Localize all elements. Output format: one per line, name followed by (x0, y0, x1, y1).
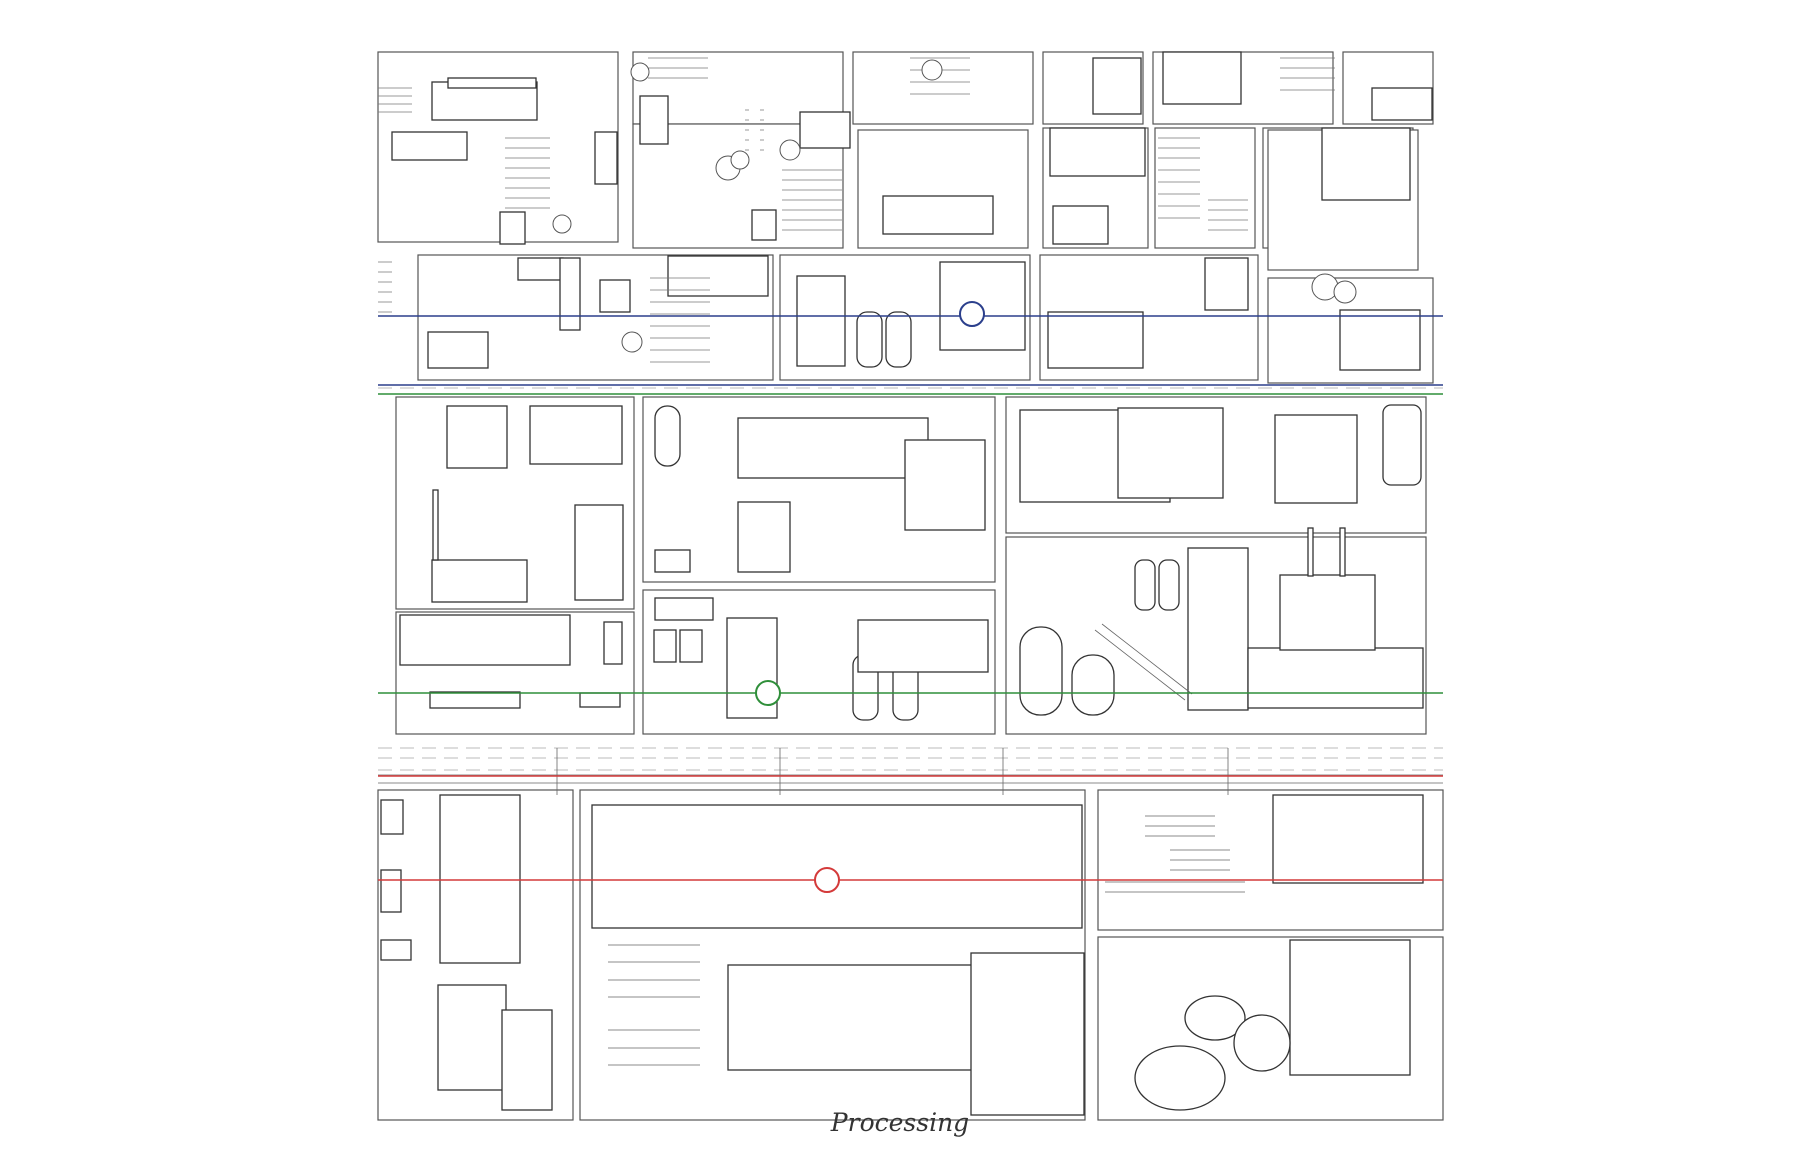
building (399, 614, 571, 666)
green-marker (755, 680, 781, 706)
road-dashes (378, 747, 1443, 771)
rail (378, 774, 1443, 784)
treatment-plant (1289, 939, 1411, 1076)
building (380, 869, 402, 913)
building (501, 1009, 553, 1111)
building (1047, 311, 1144, 369)
building (1052, 205, 1109, 245)
building (679, 629, 703, 663)
red-marker (814, 867, 840, 893)
processing-plant (1187, 547, 1249, 711)
warehouse (1272, 794, 1424, 884)
building (737, 501, 791, 573)
building (427, 331, 489, 369)
container-rows (1105, 815, 1245, 893)
building (857, 619, 989, 673)
silo (654, 405, 681, 467)
main-processing-hall (591, 804, 1083, 929)
building (653, 629, 677, 663)
chimney (1339, 527, 1346, 577)
warehouse (529, 405, 623, 465)
silo (1134, 559, 1156, 611)
processing-tower (437, 984, 507, 1091)
loading-docks (608, 944, 700, 1066)
tank (1071, 654, 1115, 716)
building (1321, 127, 1411, 201)
building (1092, 57, 1142, 115)
roads (378, 387, 1443, 795)
building (603, 621, 623, 665)
factory (431, 559, 528, 603)
building (639, 95, 669, 145)
building (654, 597, 714, 621)
building (429, 691, 521, 709)
building (380, 939, 412, 961)
building (1204, 257, 1249, 311)
warehouse (1274, 414, 1358, 504)
building (517, 257, 564, 281)
warehouse (439, 794, 521, 964)
building (1049, 127, 1146, 177)
top-district (377, 51, 1434, 384)
chimney (432, 489, 439, 561)
tank (1019, 626, 1063, 716)
building (594, 131, 618, 185)
storage-tank (1134, 1045, 1226, 1111)
warehouse (970, 952, 1085, 1116)
building (799, 111, 851, 149)
conveyor (1094, 623, 1193, 701)
building (654, 549, 691, 573)
blue-marker (959, 301, 985, 327)
building (882, 195, 994, 235)
water-tower (1382, 404, 1422, 486)
storage-tank (1184, 995, 1246, 1041)
building (939, 261, 1026, 351)
building (1162, 51, 1242, 105)
caption: Processing (830, 1108, 970, 1137)
middle-district (395, 396, 1427, 735)
warehouse (446, 405, 508, 469)
building (579, 692, 621, 708)
building (796, 275, 846, 367)
flow-lines (378, 301, 1443, 893)
silo (856, 311, 883, 368)
building (1371, 87, 1433, 121)
crop-rows (378, 57, 1335, 363)
building (1339, 309, 1421, 371)
silo (885, 311, 912, 368)
building (737, 417, 929, 479)
chimney (1307, 527, 1314, 577)
storage-tank (1233, 1014, 1291, 1072)
road-posts (556, 748, 1229, 795)
block (852, 51, 1034, 125)
building (574, 504, 624, 601)
building (447, 77, 537, 89)
building (499, 211, 526, 245)
silo (1158, 559, 1180, 611)
warehouse (727, 964, 974, 1071)
building (380, 799, 404, 835)
processing-plant (1247, 647, 1424, 709)
building (751, 209, 777, 241)
trees (552, 59, 1357, 353)
building (904, 439, 986, 531)
warehouse (1117, 407, 1224, 499)
bottom-district (377, 789, 1444, 1121)
building (1279, 574, 1376, 651)
building (599, 279, 631, 313)
building (667, 255, 769, 297)
building (559, 257, 581, 331)
building (391, 131, 468, 161)
